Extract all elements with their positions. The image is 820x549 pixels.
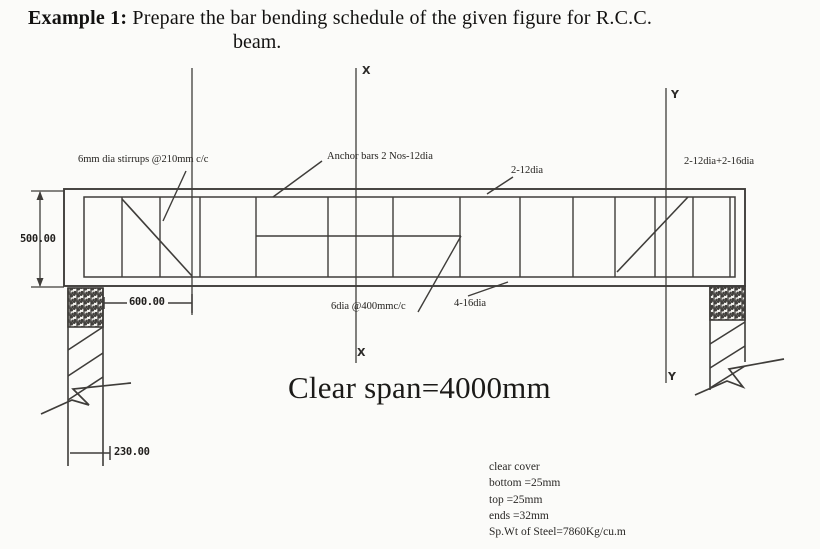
dimension-depth-label: 500.00 (20, 233, 56, 245)
break-line-right (694, 358, 785, 396)
section-x-bottom-label: X (357, 346, 366, 359)
right-column (709, 285, 746, 390)
bent-bar-left (121, 198, 193, 277)
notes-heading: clear cover (489, 461, 540, 473)
clear-span-label: Clear span=4000mm (288, 370, 551, 405)
bottom-stirrups-label: 6dia @400mmc/c (331, 301, 406, 312)
title-text: Prepare the bar bending schedule of the … (127, 7, 653, 29)
reinforcement-cage (83, 196, 736, 278)
beam-outline (63, 188, 746, 287)
anchor-bars-label: Anchor bars 2 Nos-12dia (327, 151, 433, 162)
dimension-column-width-label: 230.00 (114, 446, 150, 458)
dimension-depth (31, 190, 64, 288)
note-bottom-cover: bottom =25mm (489, 477, 561, 490)
note-steel-weight: Sp.Wt of Steel=7860Kg/cu.m (489, 526, 626, 539)
example-number: Example 1: (28, 7, 128, 29)
dimension-support-offset (103, 294, 193, 313)
leader-lines (162, 160, 514, 313)
bottom-bars-label: 4-16dia (454, 298, 487, 309)
stirrups-label: 6mm dia stirrups @210mm c/c (78, 154, 209, 165)
section-y-bottom-label: Y (668, 370, 676, 383)
bent-bar-right (616, 196, 689, 273)
dimension-column-width (70, 446, 111, 460)
top-bars-right-label: 2-12dia+2-16dia (684, 156, 755, 167)
section-x-top-label: X (362, 64, 371, 77)
page-title: Example 1: Prepare the bar bending sched… (28, 7, 652, 30)
dimension-support-offset-label: 600.00 (129, 296, 165, 308)
clear-cover-notes: clear cover bottom =25mm top =25mm ends … (489, 459, 626, 540)
top-bars-mid-label: 2-12dia (511, 165, 544, 176)
note-ends-cover: ends =32mm (489, 509, 549, 522)
stirrup-lines (121, 197, 731, 277)
note-top-cover: top =25mm (489, 493, 543, 506)
break-line-left (40, 382, 132, 415)
page-title-line2: beam. (233, 31, 282, 53)
section-y-top-label: Y (671, 88, 679, 101)
left-column (67, 287, 104, 466)
